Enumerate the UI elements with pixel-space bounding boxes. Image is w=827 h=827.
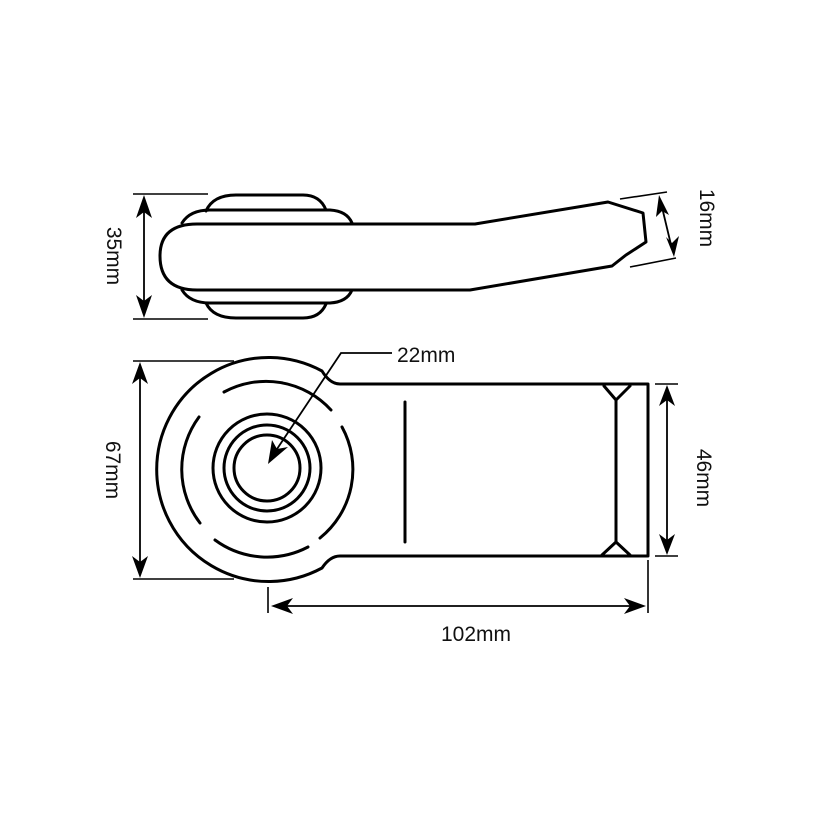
- eye-ring-arc-left: [180, 415, 202, 525]
- arrow-down-icon: [136, 295, 152, 318]
- eye-ring-arc-right: [318, 425, 355, 540]
- arrow-left-icon: [271, 598, 293, 614]
- ball-bottom-rim: [180, 288, 354, 305]
- arrow-up-icon: [136, 195, 152, 218]
- arrow-up-icon: [132, 362, 148, 384]
- arrow-down-icon: [132, 556, 148, 578]
- bore-outer: [211, 412, 323, 524]
- dim-16-ext-bottom: [629, 257, 677, 268]
- dim-16-ext-top: [619, 191, 668, 200]
- bore-inner: [232, 433, 302, 503]
- chamfer-bottom: [600, 540, 632, 557]
- dim-22-leader: [274, 352, 392, 453]
- eye-ring-arc-bottom: [213, 538, 310, 559]
- ball-top-rim: [180, 208, 354, 225]
- dim-label-102mm: 102mm: [441, 623, 511, 646]
- arrow-up-icon: [656, 195, 669, 217]
- ball-bottom-cap: [204, 301, 328, 320]
- bore-middle: [222, 423, 312, 513]
- arrow-down-icon: [666, 236, 679, 257]
- arm-body: [158, 200, 648, 292]
- arrow-down-icon: [659, 534, 675, 555]
- side-view: 35mm 16mm: [102, 189, 718, 320]
- top-view: 67mm 22mm 46mm 102mm: [101, 344, 715, 646]
- dim-label-35mm: 35mm: [102, 227, 125, 285]
- eye-ring-arc-top: [222, 379, 333, 412]
- arrow-right-icon: [624, 598, 646, 614]
- chamfer-top: [602, 384, 632, 402]
- dim-label-16mm: 16mm: [695, 189, 718, 247]
- eye-outline: [155, 356, 650, 583]
- dim-label-46mm: 46mm: [692, 449, 715, 507]
- arrow-up-icon: [659, 385, 675, 406]
- arrow-leader-icon: [268, 440, 288, 464]
- dim-label-67mm: 67mm: [101, 441, 124, 499]
- ball-top-cap: [204, 193, 328, 213]
- dim-label-22mm: 22mm: [397, 344, 455, 367]
